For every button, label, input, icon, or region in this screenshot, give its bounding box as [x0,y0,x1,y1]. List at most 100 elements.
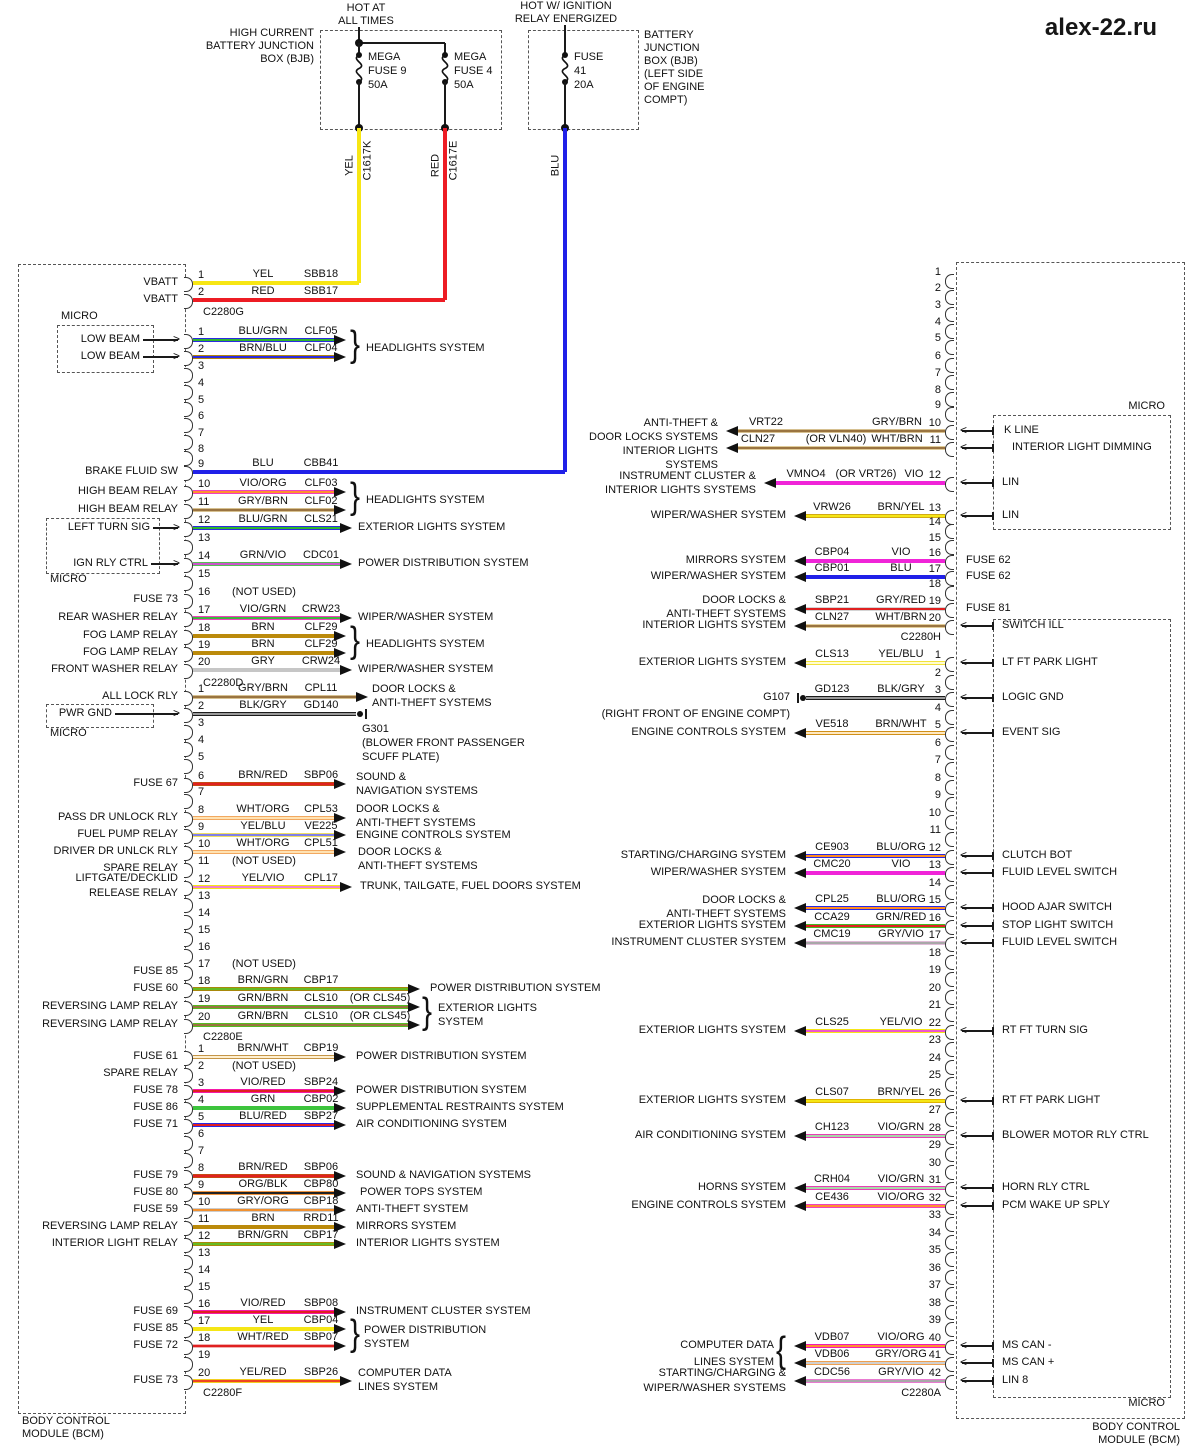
wire-stripe [806,515,945,517]
pin-number: 1 [198,682,205,695]
line [962,1362,993,1364]
line [962,872,993,874]
arrowhead-icon [794,1201,806,1211]
pin-number: 16 [928,911,941,924]
system-target-label: POWER DISTRIBUTION SYSTEM [358,556,529,569]
wire-stripe [806,662,945,664]
wire-color-label: YEL/BLU [878,647,924,660]
wire-stripe [806,732,945,734]
module-signal-label: VBATT [143,275,178,288]
bjb2-label: BOX (BJB) [644,54,698,67]
module-signal-label: SPARE RELAY [103,1066,178,1079]
pin-arc [945,849,954,865]
pin-number: 7 [934,753,941,766]
fuse-icon [352,54,366,83]
pin-number: 17 [928,562,941,575]
pin-number: 4 [198,1093,205,1106]
watermark: alex-22.ru [1044,14,1157,41]
not-used-label: (NOT USED) [232,854,296,867]
chevron-arrow-icon: > [173,556,181,571]
pin-arc [184,434,193,450]
pin-arc [945,884,954,900]
micro-signal-label: PCM WAKE UP SPLY [1002,1198,1110,1211]
pin-arc [945,936,954,952]
right-bcm-label: BODY CONTROL [1092,1420,1180,1433]
module-signal-label: FUSE 60 [133,981,178,994]
circuit-label: CE903 [815,840,849,853]
pin-number: 26 [928,1086,941,1099]
pin-arc [945,1006,954,1022]
pin-arc [945,1129,954,1145]
wire [806,575,945,579]
chevron-arrow-icon: < [960,475,968,490]
system-target-label: INSTRUMENT CLUSTER & [619,469,756,482]
chevron-arrow-icon: < [960,508,968,523]
arrowhead-icon [334,813,346,823]
fuse-label: 50A [368,78,388,91]
pin-number: 24 [928,1051,941,1064]
line [153,527,178,529]
ground-wire-stripe [193,713,356,715]
pin-arc [184,1356,193,1372]
wire-color-label: BLK/GRY [239,698,287,711]
line [962,482,993,484]
wire-stripe [193,339,334,341]
pin-arc [184,931,193,947]
arrowhead-icon [794,511,806,521]
micro-label: MICRO [50,572,87,585]
arrowhead-icon [726,443,738,453]
module-signal-label: RELEASE RELAY [88,886,178,899]
system-target-label: G107 [763,690,790,703]
circuit-label: CMC19 [813,927,851,940]
pin-number: 16 [198,1297,211,1310]
pin-number: 11 [198,1212,210,1225]
chevron-arrow-icon: < [960,900,968,915]
system-target-label: INTERIOR LIGHTS SYSTEM [642,618,786,631]
pin-number: 1 [198,325,205,338]
circuit-label: CLF03 [304,476,338,489]
wire-stripe [193,1311,334,1313]
pin-arc [945,1269,954,1285]
circuit-label: CPL25 [815,892,849,905]
circuit-label: CLF04 [304,341,338,354]
circuit-label: CLF29 [304,620,338,633]
wire-stripe [806,907,945,909]
micro-signal-label: K LINE [1004,423,1039,436]
pin-number: 5 [198,393,205,406]
wire-color-label: GRN/RED [875,910,927,923]
pin-number: 6 [198,769,205,782]
line [962,1205,993,1207]
pin-arc [945,709,954,725]
pin-arc [184,401,193,417]
bjb2-label: COMPT) [644,93,688,106]
pin-number: 10 [928,806,941,819]
pin-number: 10 [198,837,211,850]
wire-color-label: BLU [252,456,274,469]
pin-arc [184,1220,193,1236]
connector-label: C2280H [900,630,941,643]
micro-signal-label: LT FT PARK LIGHT [1002,655,1098,668]
chevron-arrow-icon: < [960,935,968,950]
wire-color-label: BLU/GRN [238,512,288,525]
micro-signal-label: LIN 8 [1002,1373,1029,1386]
arrowhead-icon [794,556,806,566]
wire-color-label: YEL/VIO [879,1015,923,1028]
pin-arc [945,539,954,555]
wire-color-label: GRN/BRN [237,1009,289,1022]
system-target-label: POWER TOPS SYSTEM [360,1185,483,1198]
bjb1-label: HIGH CURRENT [229,26,314,39]
pin-number: 28 [928,1121,941,1134]
arrowhead-icon [334,505,346,515]
micro-signal-label: SWITCH ILL [1002,618,1064,631]
connector-label: C2280E [203,1030,243,1043]
system-target-label: LINES SYSTEM [693,1355,774,1368]
pin-arc [945,1076,954,1092]
micro-signal-label: EVENT SIG [1002,725,1061,738]
pin-number: 20 [198,1366,211,1379]
micro-signal-label: MS CAN + [1002,1355,1055,1368]
pin-number: 13 [198,531,211,544]
system-target-label: ANTI-THEFT SYSTEM [356,1202,469,1215]
pin-arc [945,1286,954,1302]
wire-color-label: GRY/BRN [872,415,922,428]
pin-number: 15 [198,1280,211,1293]
